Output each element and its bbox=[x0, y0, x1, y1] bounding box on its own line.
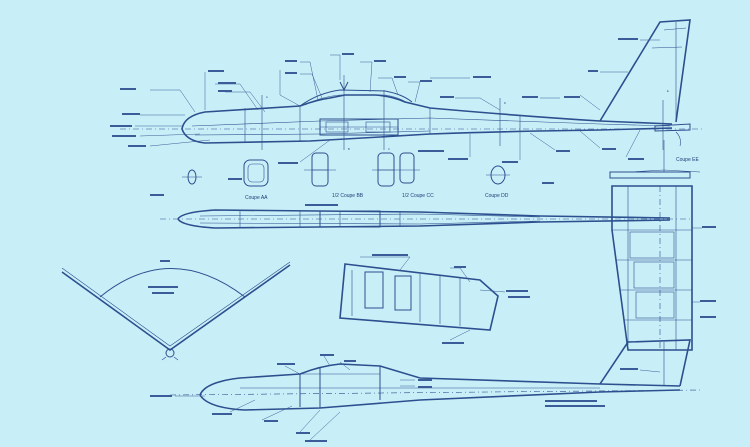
fin-front-view bbox=[609, 140, 701, 179]
wing-panel-detail bbox=[339, 254, 530, 344]
bottom-side-view bbox=[150, 339, 701, 442]
side-view-leaders bbox=[135, 39, 660, 163]
section-ee-caption: Coupe EE bbox=[676, 157, 699, 163]
top-view-fuselage bbox=[160, 204, 690, 229]
section-aa-caption: Coupe AA bbox=[245, 195, 268, 201]
section-bb-caption: 1/2 Coupe BB bbox=[332, 193, 364, 199]
section-dd-caption: Coupe DD bbox=[485, 193, 509, 199]
section-marker-e: E bbox=[667, 89, 669, 93]
section-marker-c: C bbox=[388, 147, 390, 151]
cross-sections: Coupe AA 1/2 Coupe BB 1/2 Coupe CC Coupe… bbox=[150, 152, 699, 206]
wing-planform bbox=[611, 185, 716, 351]
dihedral-front-view bbox=[61, 260, 291, 361]
section-marker-a: A bbox=[266, 95, 268, 99]
section-marker-b: B bbox=[348, 147, 350, 151]
side-view-part-tags bbox=[110, 38, 644, 164]
side-view-fuselage: A B C D E bbox=[120, 19, 705, 151]
section-marker-d: D bbox=[504, 101, 506, 105]
section-cc-caption: 1/2 Coupe CC bbox=[402, 193, 434, 199]
